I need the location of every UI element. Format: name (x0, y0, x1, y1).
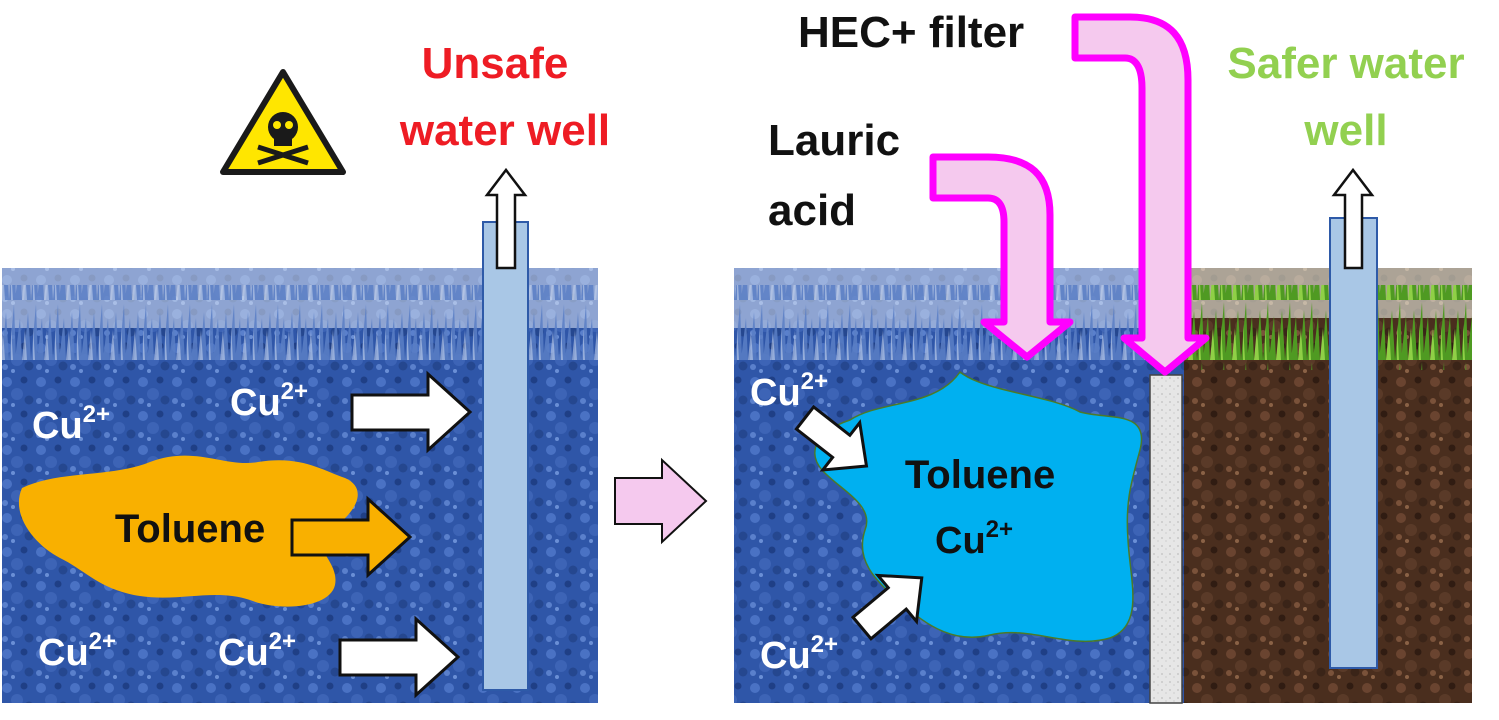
well-outflow-arrow (1331, 167, 1375, 270)
unsafe-title-line2: water well (399, 106, 610, 155)
right-arrow-icon (614, 457, 708, 545)
hec-filter-installation-arrow (1071, 13, 1210, 376)
unsafe-title-line1: Unsafe (422, 39, 569, 88)
hec-filter-barrier (1149, 374, 1183, 704)
copper-capture-arrow-top (794, 404, 869, 472)
safe-well-pipe (1329, 217, 1378, 669)
lauric-acid-injection-arrow (929, 153, 1074, 361)
green-grass-layer (1184, 285, 1472, 370)
copper-ion-label: Cu2+ (38, 628, 116, 674)
copper-ion-label: Cu2+ (218, 628, 296, 674)
toluene-plume (18, 455, 358, 607)
flow-arrow-toluene (290, 495, 413, 579)
toluene-label-left: Toluene (115, 507, 265, 551)
copper-ion-label: Cu2+ (750, 368, 828, 414)
lauric-acid-label-line1: Lauric (768, 116, 900, 165)
copper-ion-label: Cu2+ (760, 631, 838, 677)
right-scene: Toluene Cu2+ Cu2+ Cu2+ HEC+ filter Lauri… (734, 8, 1472, 704)
hec-filter-label: HEC+ filter (798, 8, 1024, 57)
copper-ion-label: Cu2+ (230, 378, 308, 424)
left-scene: Unsafe water well Toluene Cu2+ Cu2+ Cu2+… (2, 39, 610, 703)
flow-arrow-copper-top (350, 370, 473, 454)
contaminant-capture-zone (814, 370, 1143, 642)
copper-capture-arrow-bottom (850, 573, 924, 641)
safer-title-line2: well (1303, 106, 1387, 155)
copper-ion-label: Cu2+ (935, 516, 1013, 562)
grass-layer (734, 285, 1184, 365)
well-outflow-arrow (484, 167, 528, 270)
unsafe-well-pipe (482, 221, 529, 691)
skull-crossbones-warning-icon (220, 69, 346, 175)
flow-arrow-copper-bottom (338, 615, 461, 699)
copper-ion-label: Cu2+ (32, 401, 110, 447)
toluene-label-right: Toluene (905, 453, 1055, 497)
lauric-acid-label-line2: acid (768, 186, 856, 235)
safer-title-line1: Safer water (1227, 39, 1464, 88)
